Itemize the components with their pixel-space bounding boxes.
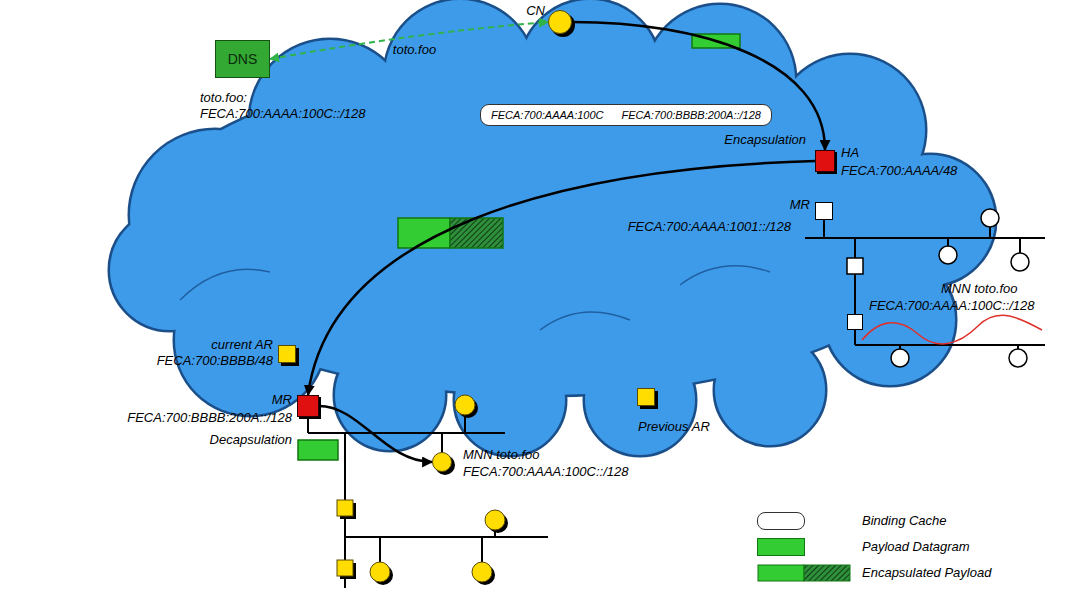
host-circle: [939, 246, 957, 264]
cloud: [180, 269, 270, 300]
visited-network: [380, 415, 495, 562]
home-network: [805, 220, 1045, 349]
host-circle: [981, 209, 999, 227]
legend-sample-hatch: [804, 565, 850, 581]
legend-label: Payload Datagram: [862, 539, 970, 554]
process-label: Decapsulation: [210, 432, 292, 447]
home-network: [900, 227, 1020, 349]
encapsulated-packet: [450, 218, 503, 248]
legend-label: Binding Cache: [862, 513, 947, 528]
host-circle: [370, 562, 390, 582]
host-circle: [370, 395, 508, 585]
home-agent: HAFECA:700:AAAA/48: [815, 150, 835, 172]
legend-sample: [757, 564, 851, 582]
host-circle: [891, 209, 1029, 367]
legend-swatch: [757, 538, 805, 556]
node-label: CN: [526, 3, 545, 18]
router-square: [337, 500, 353, 516]
legend-label: Encapsulated Payload: [862, 565, 991, 580]
dns-server-box: DNS: [215, 40, 270, 78]
address-label: FECA:700:AAAA:1001::/128: [628, 219, 791, 234]
address-label: FECA:700:AAAA/48: [841, 163, 957, 178]
process-label: Encapsulation: [724, 132, 806, 147]
visited-network: [308, 418, 548, 588]
cloud: [180, 266, 770, 330]
node-label: MR: [272, 392, 292, 407]
dns-record-address: FECA:700:AAAA:100C::/128: [200, 106, 365, 121]
host-circle: [485, 510, 505, 530]
address-label: FECA:700:BBBB:200A::/128: [622, 109, 761, 122]
host-circle: [1011, 253, 1029, 271]
router-square: [337, 560, 353, 576]
cloud: [110, 0, 995, 455]
host-circle: [472, 562, 492, 582]
cloud: [110, 0, 995, 455]
correspondent-node: CN: [548, 10, 572, 34]
connector-arrow: [308, 161, 815, 395]
node-label: MNN toto.foo: [941, 281, 1018, 296]
connector-arrow: [319, 406, 432, 462]
legend-sample-payload: [758, 565, 804, 581]
node-label: FECA:700:AAAA:100C: [491, 109, 604, 122]
payload-packet: [298, 440, 338, 460]
access-router: current ARFECA:700:BBBB/48: [278, 345, 296, 363]
mobile-router-home: MRFECA:700:AAAA:1001::/128: [815, 202, 833, 220]
moved-away-wave: [862, 315, 1042, 344]
visited-network: [308, 415, 548, 588]
router-square: [337, 500, 356, 579]
router-square: [847, 258, 863, 274]
node-label: MR: [790, 197, 810, 212]
node-label: Previous AR: [638, 419, 710, 434]
node-label: current AR: [211, 337, 273, 352]
address-label: FECA:700:BBBB:200A::/128: [127, 410, 292, 425]
address-label: FECA:700:AAAA:100C::/128: [869, 298, 1034, 313]
node-label: MNN toto.foo: [463, 447, 540, 462]
node-label: DNS: [228, 52, 258, 67]
address-label: FECA:700:AAAA:100C::/128: [463, 464, 628, 479]
dns-record-label: toto.foo:: [200, 90, 247, 105]
node-label: HA: [841, 145, 859, 160]
host-circle: [455, 395, 475, 415]
connector-arrow: [572, 22, 825, 150]
connector-arrow: [270, 22, 548, 59]
cloud: [680, 266, 770, 285]
address-label: FECA:700:BBBB/48: [157, 353, 273, 368]
access-router: Previous AR: [637, 388, 655, 406]
host-circle: [1009, 349, 1027, 367]
mobile-router: MRFECA:700:BBBB:200A::/128: [297, 395, 319, 417]
mnn-visiting: MNN toto.fooFECA:700:AAAA:100C::/128: [432, 452, 452, 472]
cloud: [540, 312, 630, 330]
payload-packet: [298, 34, 740, 460]
legend-swatch: [757, 512, 805, 530]
mnn-home: MNN toto.fooFECA:700:AAAA:100C::/128: [847, 314, 863, 330]
encapsulated-packet: [398, 218, 503, 248]
cloud: [110, 0, 995, 455]
binding-cache: FECA:700:AAAA:100C FECA:700:BBBB:200A::/1…: [480, 104, 772, 126]
edge-label: toto.foo: [393, 42, 436, 57]
home-network: [805, 220, 1045, 345]
host-circle: [891, 349, 909, 367]
